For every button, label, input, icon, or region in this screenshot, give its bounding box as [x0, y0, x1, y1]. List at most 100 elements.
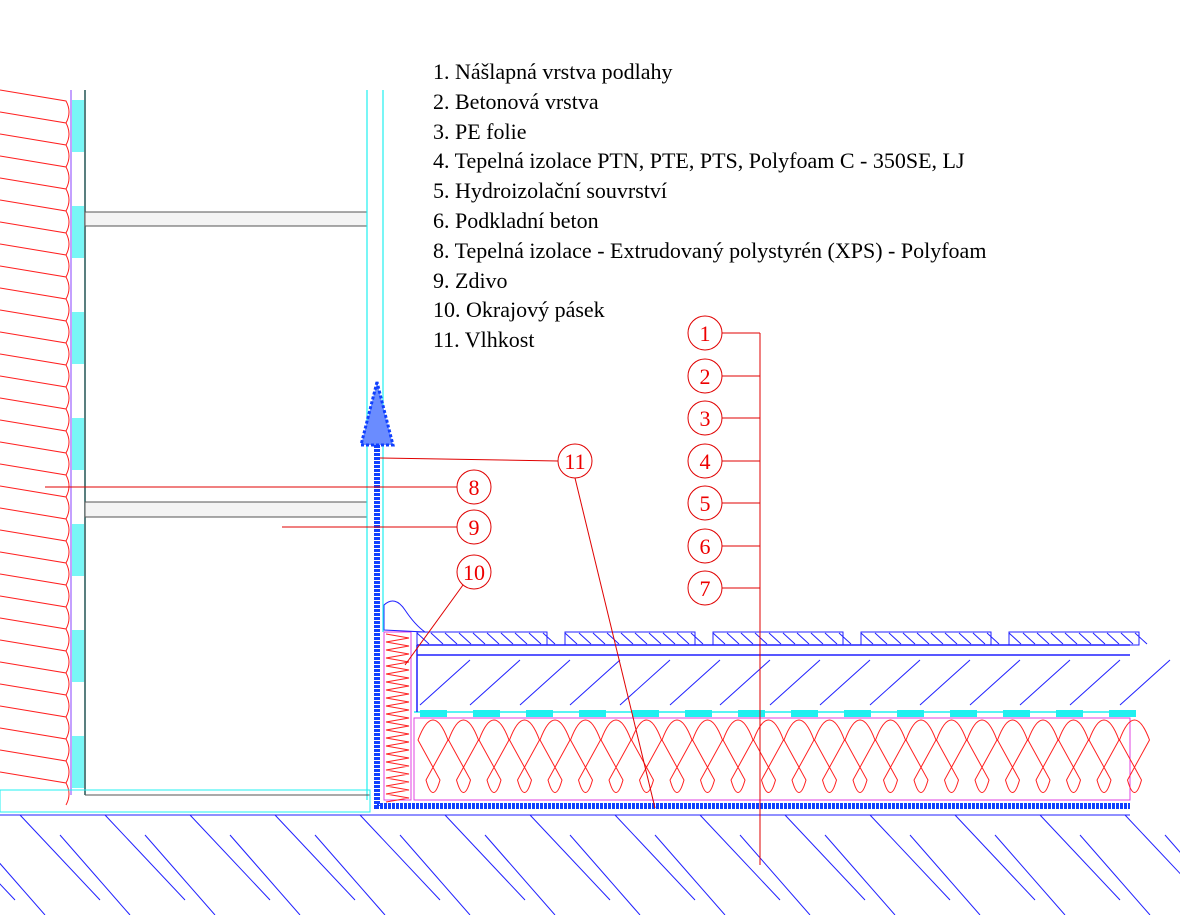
- leader-line: [404, 584, 464, 666]
- board-hatch: [500, 632, 514, 645]
- hatch-line: [0, 883, 16, 901]
- legend-item: 8. Tepelná izolace - Extrudovaný polysty…: [433, 237, 987, 263]
- board-hatch: [768, 632, 782, 645]
- callout-number: 6: [700, 534, 711, 559]
- callout-number: 9: [469, 515, 480, 540]
- legend-item: 9. Zdivo: [433, 267, 508, 293]
- concrete-hatch: [719, 659, 771, 706]
- pe-foil-block: [791, 710, 818, 717]
- pe-foil-block: [1109, 710, 1136, 717]
- concrete-band: [84, 501, 368, 518]
- moisture-path: [359, 381, 1130, 809]
- board-hatch: [888, 632, 902, 645]
- hatch-line: [444, 814, 526, 901]
- hatch-line: [229, 834, 301, 915]
- board-hatch: [796, 632, 810, 645]
- board-hatch: [972, 632, 986, 645]
- legend-item: 10. Okrajový pásek: [433, 297, 605, 323]
- cyan-block: [72, 524, 84, 576]
- cyan-block: [72, 206, 84, 258]
- hatch-line: [954, 814, 1036, 901]
- insulation-loops: [417, 719, 1151, 793]
- board-hatch: [1064, 632, 1078, 645]
- concrete-hatch: [569, 659, 621, 706]
- board-hatch: [514, 632, 528, 645]
- hatch-line: [314, 834, 386, 915]
- board-hatch: [542, 632, 556, 645]
- callout-number: 10: [463, 560, 485, 585]
- hatch-line: [144, 834, 216, 915]
- hatch-line: [1164, 834, 1180, 853]
- footing-foil: [0, 789, 371, 813]
- board-hatch: [1106, 632, 1120, 645]
- legend-item: 4. Tepelná izolace PTN, PTE, PTS, Polyfo…: [433, 148, 965, 174]
- hatch-line: [104, 814, 186, 901]
- pe-foil-block: [1056, 710, 1083, 717]
- hatch-line: [484, 834, 556, 915]
- board-hatch: [1008, 632, 1022, 645]
- board-hatch: [620, 632, 634, 645]
- board-hatch: [838, 632, 852, 645]
- legend-item: 1. Nášlapná vrstva podlahy: [433, 59, 673, 84]
- legend-item: 5. Hydroizolační souvrství: [433, 178, 668, 204]
- pe-foil-block: [897, 710, 924, 717]
- board-hatch: [740, 632, 754, 645]
- hatch-line: [909, 834, 981, 915]
- pe-foil-block: [579, 710, 606, 717]
- pe-foil-block: [844, 710, 871, 717]
- concrete-hatch: [519, 659, 571, 706]
- concrete-hatch: [919, 659, 971, 706]
- callout-circle: [687, 570, 723, 606]
- hatch-line: [569, 834, 641, 915]
- legend-item: 6. Podkladní beton: [433, 207, 599, 233]
- board-hatch: [662, 632, 676, 645]
- board-hatch: [824, 632, 838, 645]
- board-hatch: [916, 632, 930, 645]
- leader-line: [574, 477, 656, 809]
- hatch-line: [1124, 814, 1180, 875]
- callout-circle: [687, 358, 723, 394]
- pe-foil-block: [420, 710, 447, 717]
- hatch-line: [614, 814, 696, 901]
- board-hatch: [444, 632, 458, 645]
- board-hatch: [690, 632, 704, 645]
- edge-zigzag: [385, 633, 410, 803]
- cyan-block: [72, 312, 84, 364]
- insulation-zigzag: [0, 89, 70, 806]
- board-hatch: [578, 632, 592, 645]
- callout-number: 5: [700, 491, 711, 516]
- pe-foil-block: [1003, 710, 1030, 717]
- board-hatch: [810, 632, 824, 645]
- concrete-hatch: [669, 659, 721, 706]
- hatch-line: [699, 814, 781, 901]
- pe-foil-block: [526, 710, 553, 717]
- hatch-line: [654, 834, 726, 915]
- hatch-line: [739, 834, 811, 915]
- legend: 1. Nášlapná vrstva podlahy 2. Betonová v…: [433, 57, 986, 355]
- pe-foil-block: [685, 710, 712, 717]
- board-hatch: [634, 632, 648, 645]
- ground-hatch: [0, 814, 1180, 915]
- skirting: [383, 600, 427, 633]
- concrete-hatch: [1069, 659, 1121, 706]
- pe-foil-block: [473, 710, 500, 717]
- hatch-line: [529, 814, 611, 901]
- hatch-line: [19, 814, 101, 901]
- cyan-block: [72, 630, 84, 682]
- board-hatch: [1092, 632, 1106, 645]
- board-hatch: [754, 632, 768, 645]
- hatch-line: [824, 834, 896, 915]
- concrete-hatch: [619, 659, 671, 706]
- board-hatch: [726, 632, 740, 645]
- hatch-line: [994, 834, 1066, 915]
- hatch-line: [359, 814, 441, 901]
- board-hatch: [930, 632, 944, 645]
- board-hatch: [676, 632, 690, 645]
- callout-circle: [687, 315, 723, 351]
- callout-number: 1: [700, 321, 711, 346]
- callout-circle: [456, 469, 492, 505]
- leader-line: [379, 457, 559, 462]
- board-hatch: [902, 632, 916, 645]
